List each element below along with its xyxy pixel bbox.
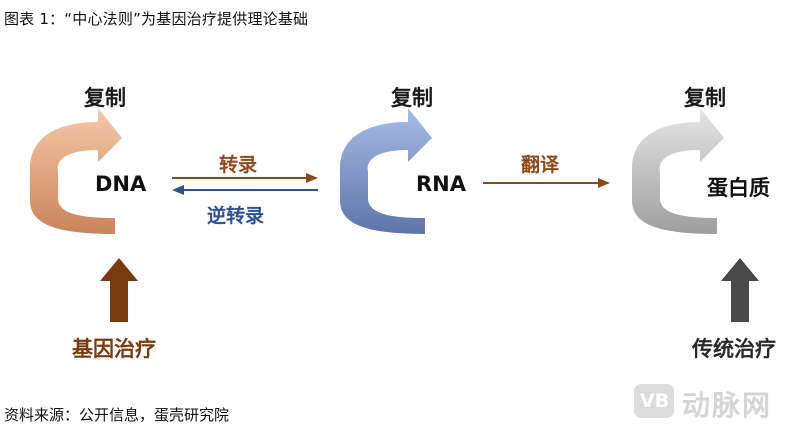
figure-caption: 图表 1：“中心法则”为基因治疗提供理论基础 — [4, 10, 309, 28]
protein-label: 蛋白质 — [707, 176, 770, 200]
dna-label: DNA — [95, 172, 147, 196]
reverse-transcription-arrow — [172, 185, 318, 195]
gene-therapy-label: 基因治疗 — [72, 337, 156, 361]
rna-replication-cycle-icon — [339, 108, 432, 234]
translation-arrow — [483, 178, 610, 188]
protein-replication-label: 复制 — [684, 86, 726, 110]
dna-replication-cycle-icon — [29, 108, 122, 234]
watermark-logo-text: VB — [640, 390, 670, 412]
reverse-transcription-label: 逆转录 — [207, 205, 265, 227]
dna-replication-label: 复制 — [84, 86, 126, 110]
traditional-therapy-arrow-icon — [721, 258, 759, 322]
watermark-text: 动脉网 — [682, 389, 773, 422]
transcription-label: 转录 — [219, 154, 258, 176]
gene-therapy-arrow-icon — [100, 258, 138, 322]
traditional-therapy-label: 传统治疗 — [692, 337, 776, 361]
figure-source: 资料来源：公开信息，蛋壳研究院 — [4, 406, 230, 424]
watermark-logo-icon — [634, 384, 674, 418]
protein-replication-cycle-icon — [631, 108, 724, 234]
rna-replication-label: 复制 — [391, 86, 433, 110]
transcription-arrow — [172, 173, 318, 183]
rna-label: RNA — [416, 172, 466, 196]
translation-label: 翻译 — [521, 154, 560, 176]
